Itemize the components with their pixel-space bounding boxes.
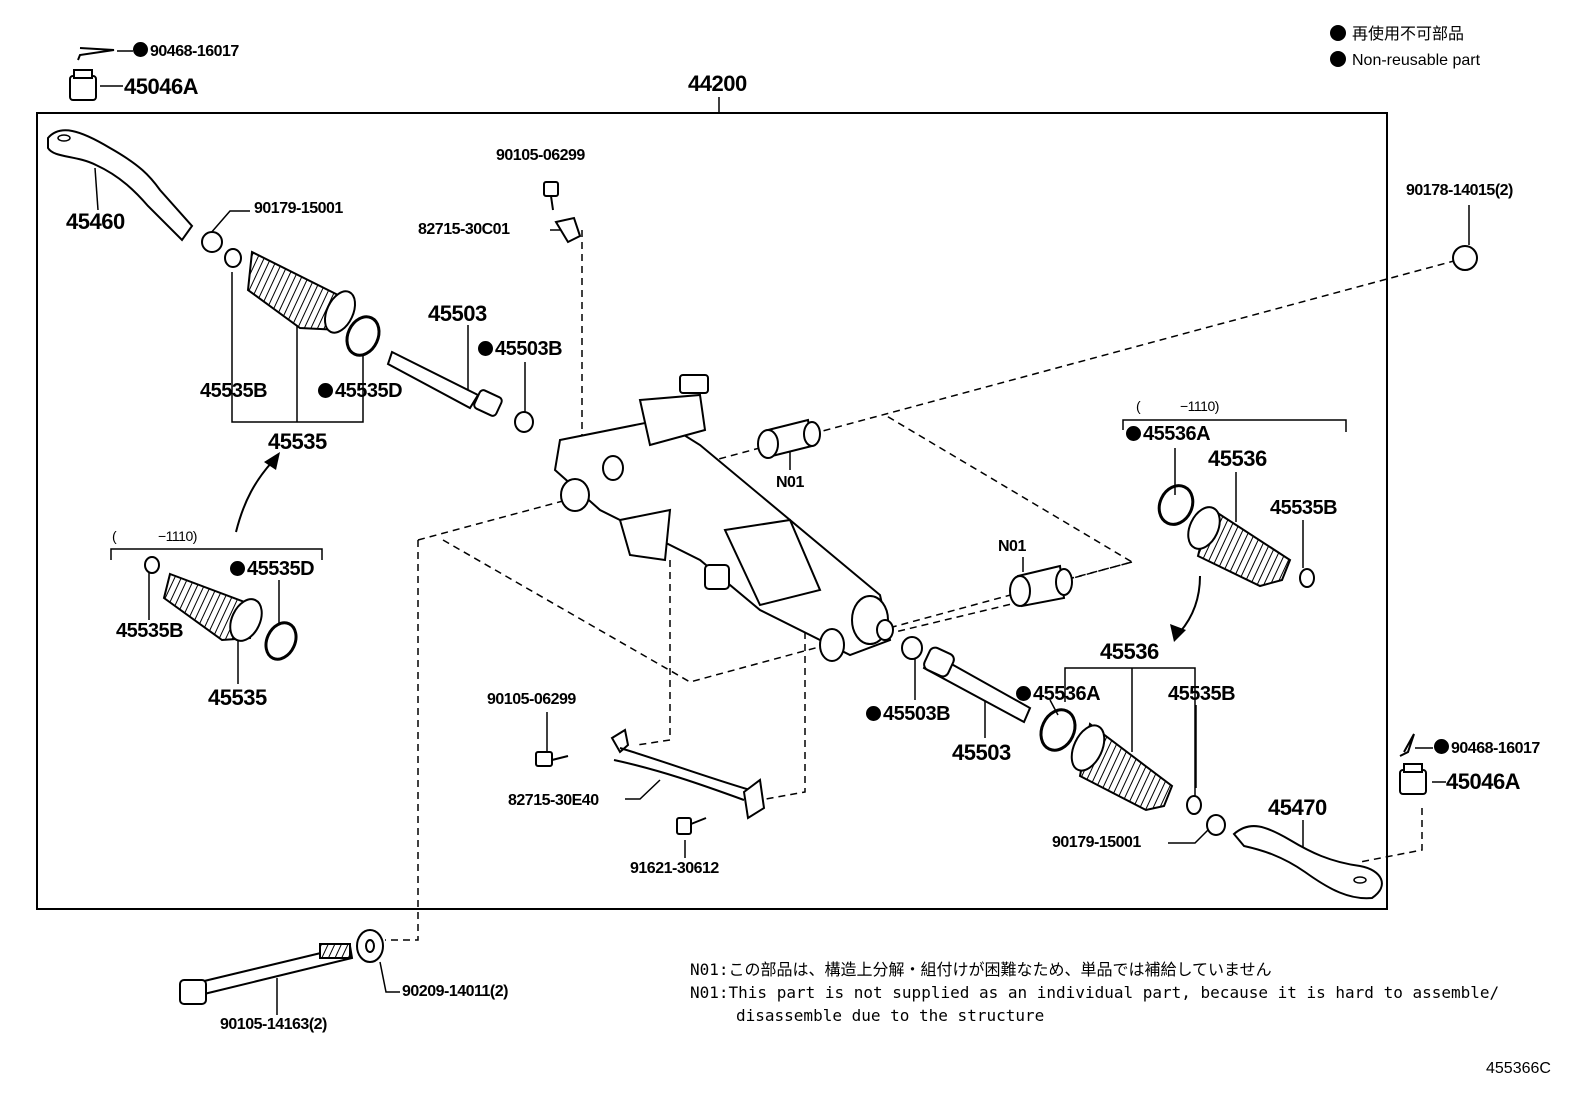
label-cotter-pin-right: 90468-16017 bbox=[1434, 739, 1540, 758]
pipe-bracket-drawing bbox=[535, 728, 766, 835]
label-group-open-left: ( bbox=[112, 528, 117, 544]
non-reusable-dot-icon bbox=[1126, 426, 1141, 441]
non-reusable-dot-icon bbox=[1434, 739, 1449, 754]
non-reusable-dot-icon bbox=[230, 561, 245, 576]
label-clip-left: 90179-15001 bbox=[254, 200, 343, 217]
label-long-washer: 90209-14011(2) bbox=[402, 983, 508, 1000]
nut-left-drawing bbox=[69, 69, 97, 101]
illustration-id: 455366C bbox=[1486, 1060, 1551, 1077]
label-boot-left: 45535 bbox=[268, 429, 327, 454]
label-boot-right: 45536 bbox=[1208, 446, 1267, 471]
tie-rod-end-right-drawing bbox=[1232, 825, 1383, 900]
label-alt-boot-left: 45535 bbox=[208, 685, 267, 710]
label-alt-clamp-small-left: 45535B bbox=[116, 620, 184, 642]
steering-gear-housing bbox=[553, 374, 894, 662]
bushings bbox=[757, 418, 1073, 608]
note-en-2: disassemble due to the structure bbox=[736, 1006, 1045, 1025]
label-clamp-large-right: 45536A bbox=[1126, 423, 1211, 445]
label-rack-end-right: 45503 bbox=[952, 740, 1011, 765]
legend-dot-icon bbox=[1330, 25, 1346, 41]
label-tie-rod-end-left: 45460 bbox=[66, 209, 125, 234]
legend-dot-icon bbox=[1330, 51, 1346, 67]
assembly-number: 44200 bbox=[688, 71, 747, 96]
note-jp: N01:この部品は、構造上分解・組付けが困難なため、単品では補給していません bbox=[690, 960, 1272, 979]
non-reusable-dot-icon bbox=[318, 383, 333, 398]
nut-right-drawing bbox=[1399, 763, 1427, 795]
label-rack-end-left: 45503 bbox=[428, 301, 487, 326]
clamp-rings bbox=[264, 315, 1195, 752]
long-bolt-drawing bbox=[179, 943, 354, 1005]
label-group-open-right: ( bbox=[1136, 398, 1141, 414]
label-bushing-bottom: N01 bbox=[998, 538, 1026, 555]
label-washer-left: 45503B bbox=[478, 338, 563, 360]
arrow-left bbox=[235, 461, 273, 533]
cotter-pin-left-drawing bbox=[77, 47, 115, 61]
label-tie-rod-end-right: 45470 bbox=[1268, 795, 1327, 820]
label-nut-right: 45046A bbox=[1446, 769, 1521, 794]
legend-item-jp: 再使用不可部品 bbox=[1330, 22, 1480, 48]
arrow-right bbox=[1179, 575, 1201, 633]
label-long-bolt: 90105-14163(2) bbox=[220, 1016, 327, 1033]
note-en-1: N01:This part is not supplied as an indi… bbox=[690, 983, 1500, 1002]
label-bolt-pipe: 91621-30612 bbox=[630, 860, 719, 877]
legend-item-en: Non-reusable part bbox=[1330, 48, 1480, 74]
label-bushing-top: N01 bbox=[776, 474, 804, 491]
label-group-range-right: −1110) bbox=[1180, 398, 1219, 414]
rack-ends bbox=[386, 350, 1032, 724]
label-alt-clamp-small-right: 45535B bbox=[1168, 683, 1236, 705]
boots bbox=[162, 250, 1292, 812]
tie-rod-end-left-drawing bbox=[47, 129, 194, 242]
label-bolt-mid: 90105-06299 bbox=[487, 691, 576, 708]
label-clamp-large-left: 45535D bbox=[318, 380, 403, 402]
label-pipe-bracket: 82715-30E40 bbox=[508, 792, 599, 809]
label-bolt-top: 90105-06299 bbox=[496, 147, 585, 164]
assembly-frame bbox=[36, 112, 1388, 910]
label-clip-right: 90179-15001 bbox=[1052, 834, 1141, 851]
cotter-pin-right-drawing bbox=[1399, 733, 1415, 757]
small-parts bbox=[144, 231, 1478, 963]
non-reusable-dot-icon bbox=[133, 42, 148, 57]
label-alt-clamp-large-right: 45536A bbox=[1016, 683, 1101, 705]
label-clamp-small-right: 45535B bbox=[1270, 497, 1338, 519]
label-group-range-left: −1110) bbox=[158, 528, 197, 544]
non-reusable-dot-icon bbox=[1016, 686, 1031, 701]
label-washer-right: 45503B bbox=[866, 703, 951, 725]
non-reusable-dot-icon bbox=[478, 341, 493, 356]
leader-lines bbox=[94, 50, 1470, 1015]
label-bracket-top: 82715-30C01 bbox=[418, 221, 510, 238]
label-alt-clamp-large-left: 45535D bbox=[230, 558, 315, 580]
label-nut-left: 45046A bbox=[124, 74, 199, 99]
notes: N01:この部品は、構造上分解・組付けが困難なため、単品では補給していません N… bbox=[690, 958, 1499, 1027]
label-alt-boot-right: 45536 bbox=[1100, 639, 1159, 664]
label-clamp-small-left: 45535B bbox=[200, 380, 268, 402]
label-nut-right-top: 90178-14015(2) bbox=[1406, 182, 1513, 199]
legend: 再使用不可部品 Non-reusable part bbox=[1330, 22, 1480, 74]
non-reusable-dot-icon bbox=[866, 706, 881, 721]
label-cotter-pin-left: 90468-16017 bbox=[133, 42, 239, 61]
bolts-top bbox=[543, 181, 582, 244]
